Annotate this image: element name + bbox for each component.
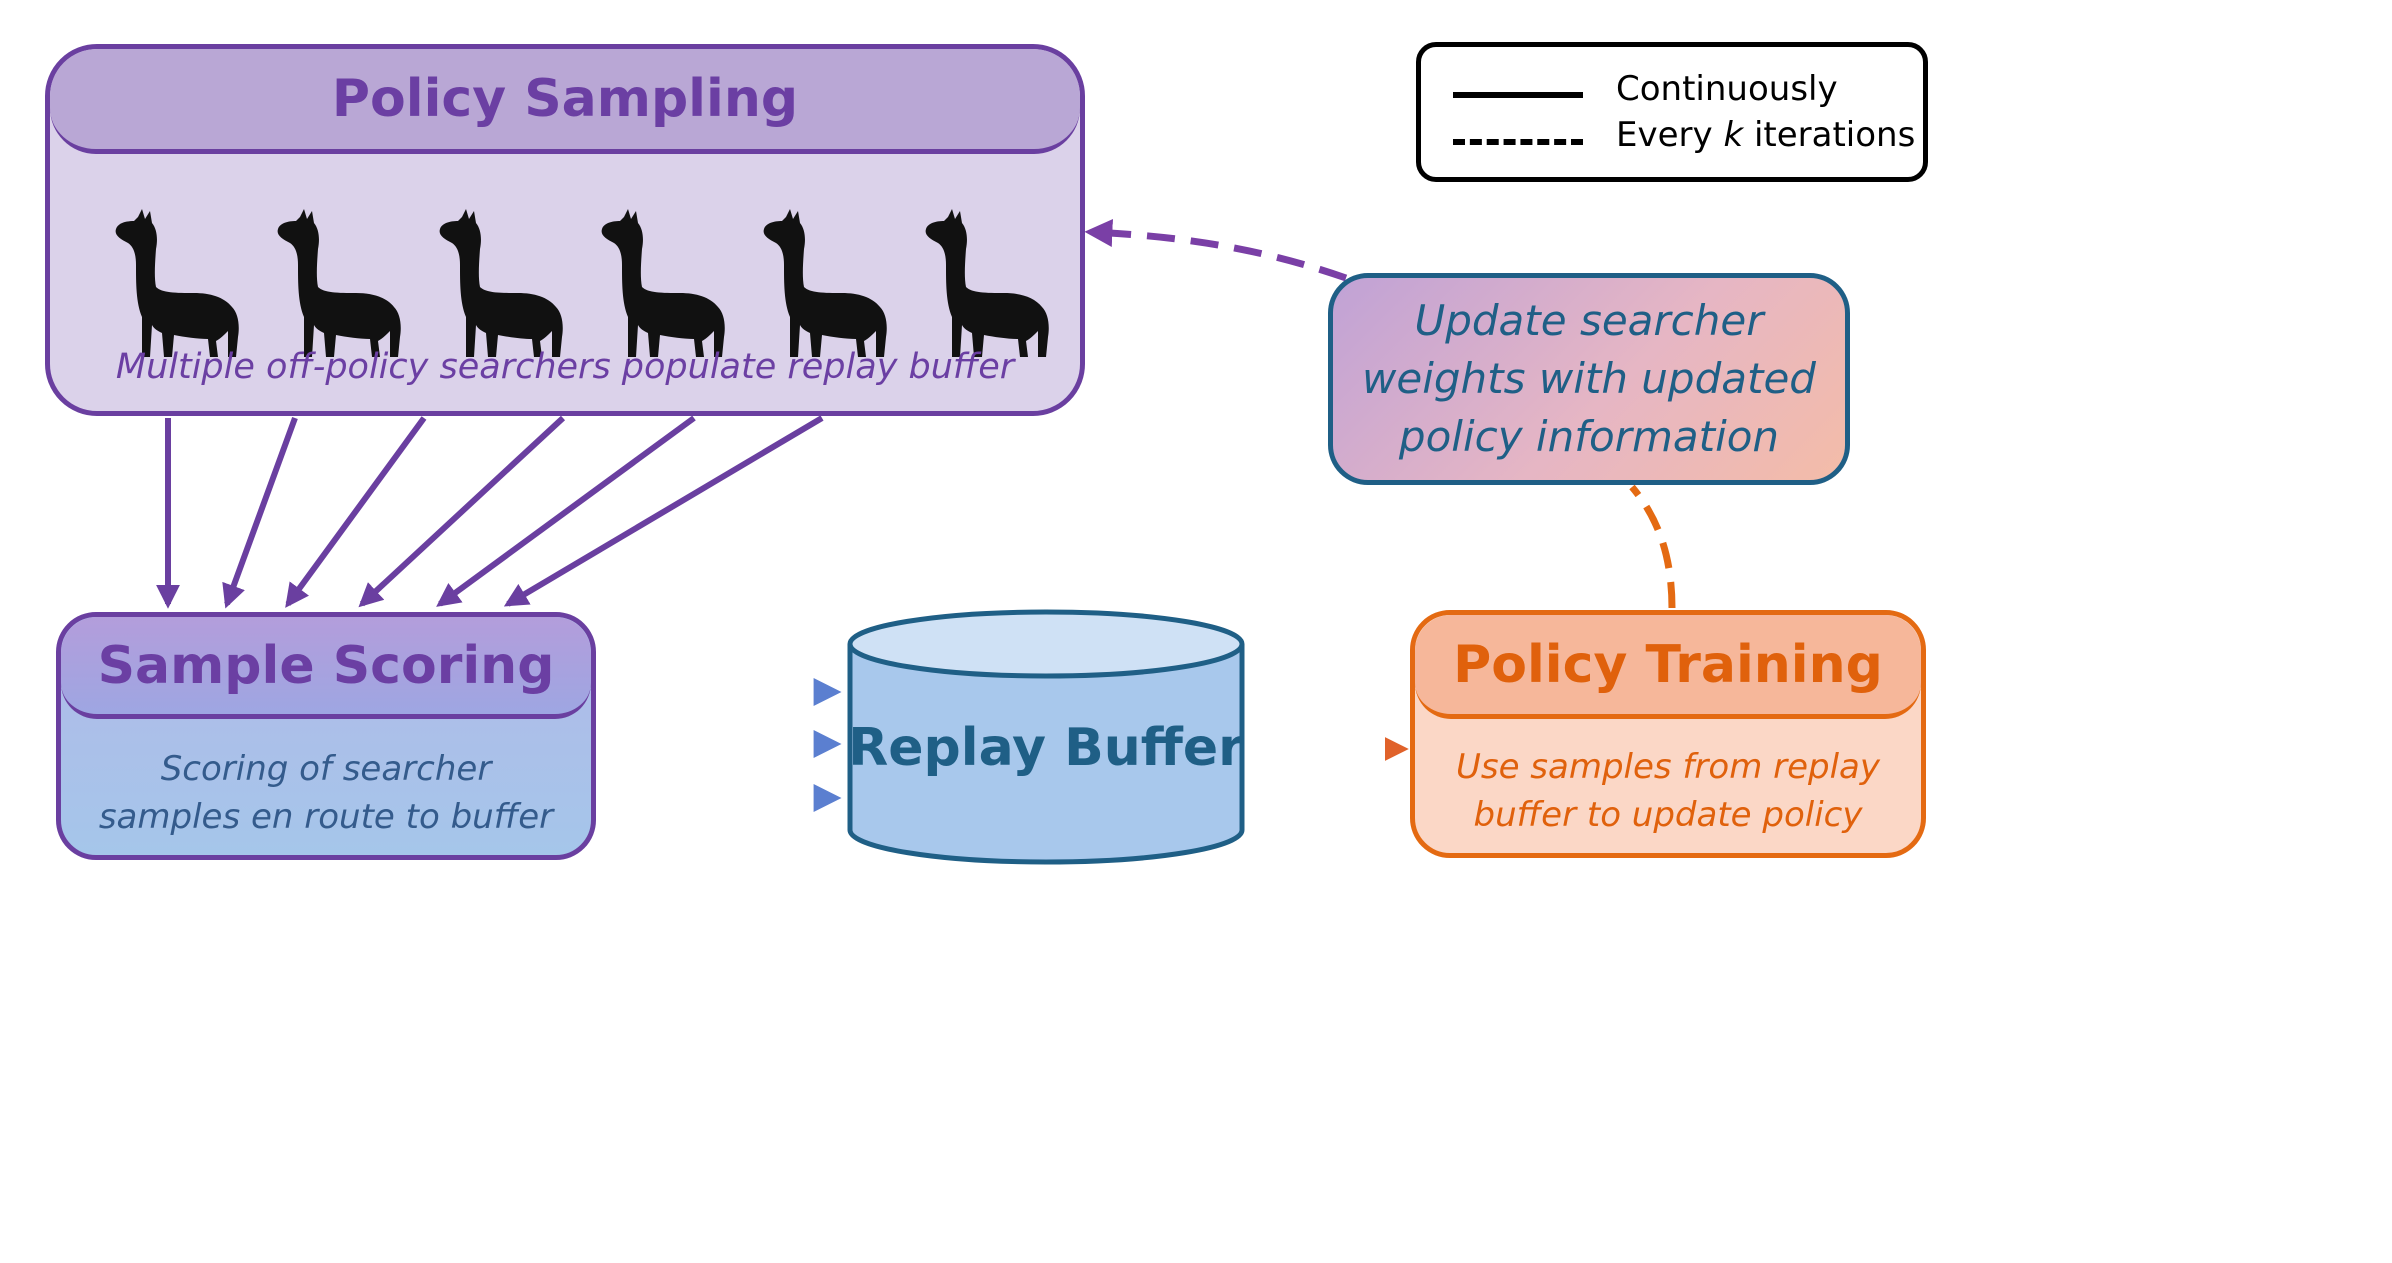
policy-sampling-box: Policy Sampling Multiple off-policy sear… bbox=[45, 44, 1085, 416]
llama-icon bbox=[277, 209, 401, 357]
policy-training-header: Policy Training bbox=[1415, 615, 1921, 719]
update-to-sampling-arrow bbox=[1084, 219, 1348, 282]
update-searcher-text: Update searcher weights with updated pol… bbox=[1333, 292, 1845, 466]
llama-icon bbox=[115, 209, 239, 357]
update-searcher-line1: Update searcher bbox=[1414, 296, 1764, 345]
legend-periodic-k: k bbox=[1723, 115, 1744, 155]
policy-sampling-title: Policy Sampling bbox=[331, 69, 799, 129]
sample-scoring-description: Scoring of searcher samples en route to … bbox=[61, 745, 591, 841]
scoring-to-buffer-arrows bbox=[598, 678, 842, 812]
policy-training-title: Policy Training bbox=[1453, 634, 1883, 695]
policy-training-box: Policy Training Use samples from replay … bbox=[1410, 610, 1926, 858]
legend-continuous-label: Continuously bbox=[1616, 69, 1838, 109]
sample-scoring-line1: Scoring of searcher bbox=[160, 749, 492, 789]
sample-scoring-title: Sample Scoring bbox=[97, 635, 555, 696]
training-to-update-arrow bbox=[1629, 484, 1676, 609]
legend: Continuously Every k iterations bbox=[1416, 42, 1928, 182]
update-searcher-line2: weights with updated bbox=[1362, 354, 1816, 403]
sample-scoring-header: Sample Scoring bbox=[61, 617, 591, 719]
llama-icon bbox=[763, 209, 887, 357]
legend-periodic-label: Every k iterations bbox=[1616, 115, 1915, 155]
policy-sampling-subtitle: Multiple off-policy searchers populate r… bbox=[115, 347, 1015, 387]
sample-scoring-line2: samples en route to buffer bbox=[98, 797, 554, 837]
update-searcher-line3: policy information bbox=[1398, 412, 1780, 461]
llama-icon bbox=[439, 209, 563, 357]
policy-training-description: Use samples from replay buffer to update… bbox=[1415, 743, 1921, 839]
llama-icon bbox=[601, 209, 725, 357]
llama-icon bbox=[925, 209, 1049, 357]
policy-training-line2: buffer to update policy bbox=[1473, 795, 1863, 835]
legend-dashed-line bbox=[1453, 139, 1583, 145]
legend-solid-line bbox=[1453, 92, 1583, 98]
update-searcher-box: Update searcher weights with updated pol… bbox=[1328, 273, 1850, 485]
legend-periodic-suffix: iterations bbox=[1743, 115, 1916, 155]
replay-buffer-cylinder bbox=[847, 609, 1245, 865]
legend-periodic-prefix: Every bbox=[1616, 115, 1724, 155]
sampling-to-scoring-arrows bbox=[156, 415, 824, 609]
replay-buffer-label: Replay Buffer bbox=[848, 718, 1244, 778]
sample-scoring-box: Sample Scoring Scoring of searcher sampl… bbox=[56, 612, 596, 860]
policy-sampling-header: Policy Sampling bbox=[50, 49, 1080, 154]
policy-training-line1: Use samples from replay bbox=[1455, 747, 1881, 787]
